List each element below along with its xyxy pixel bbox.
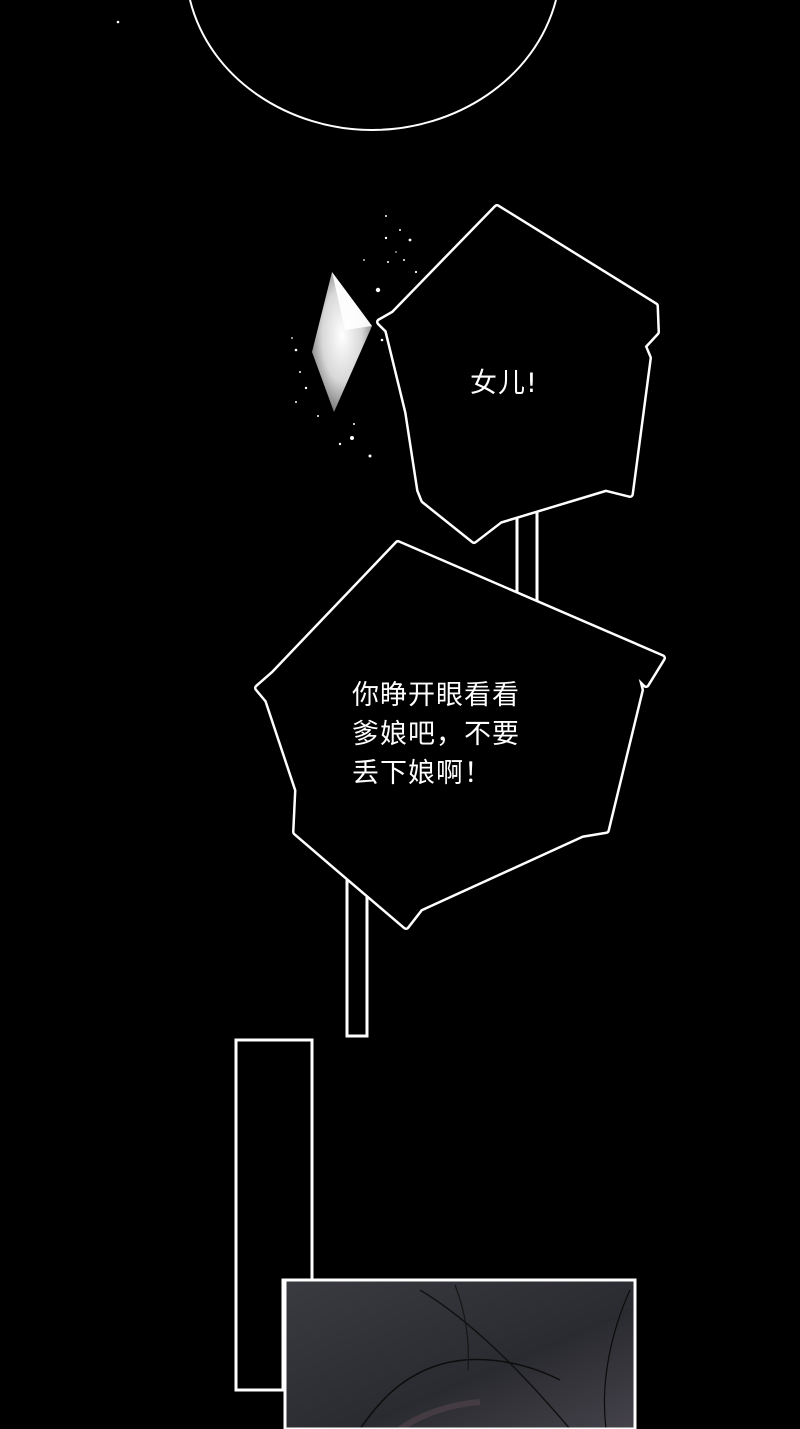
speech-line: 女儿! bbox=[470, 368, 538, 399]
star-dot bbox=[116, 20, 120, 24]
speech-line: 你睁开眼看看 bbox=[352, 680, 520, 711]
speech-line: 爹娘吧，不要 bbox=[352, 719, 520, 750]
lower-panel-image bbox=[281, 1278, 637, 1429]
speech-bubble-outline-2 bbox=[254, 540, 666, 930]
speech-bubble-outline-1 bbox=[376, 204, 660, 544]
speech-line: 丢下娘啊！ bbox=[352, 758, 492, 789]
narrow-panel-frame bbox=[234, 1038, 314, 1392]
sparkle-diamond-icon bbox=[291, 215, 418, 458]
speech-bubble-text-2: 你睁开眼看看 爹娘吧，不要 丢下娘啊！ bbox=[352, 676, 520, 793]
top-circle-outline bbox=[189, 0, 557, 132]
speech-bubble-text-1: 女儿! bbox=[470, 364, 538, 403]
